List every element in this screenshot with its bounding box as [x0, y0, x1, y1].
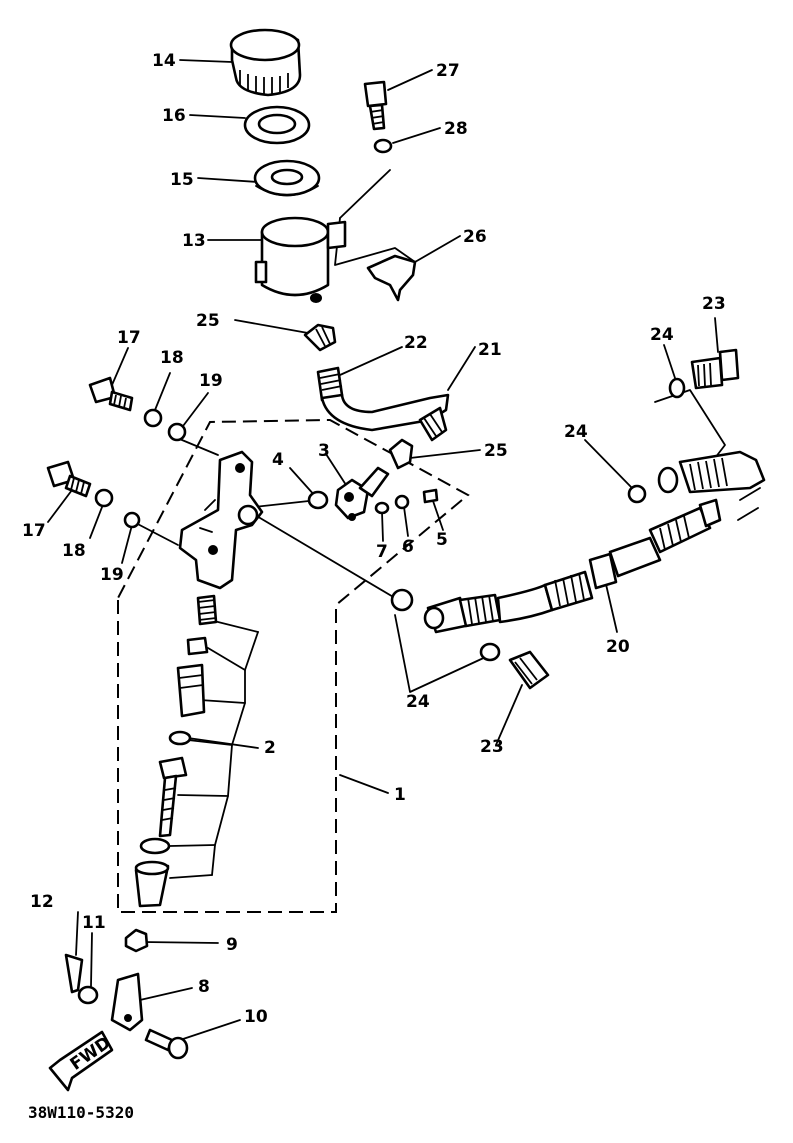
- label-7: 7: [376, 542, 388, 562]
- union-bolt-25-top: [303, 323, 337, 352]
- label-3: 3: [318, 441, 330, 461]
- label-25-top: 25: [196, 311, 220, 331]
- label-6: 6: [402, 537, 414, 557]
- label-5: 5: [436, 530, 448, 550]
- clevis: [110, 972, 144, 1032]
- group-lines: [129, 169, 726, 879]
- fwd-arrow-icon: FWD: [48, 1030, 115, 1092]
- leader-lines: [47, 59, 719, 1041]
- label-16: 16: [162, 106, 186, 126]
- boot: [307, 490, 329, 510]
- cotter-pin: [64, 953, 84, 994]
- label-11: 11: [82, 913, 106, 933]
- reservoir-cap: [229, 28, 302, 97]
- label-2: 2: [264, 738, 276, 758]
- washer-19-lower: [123, 511, 141, 529]
- washer-24-c: [390, 588, 414, 612]
- bracket: [366, 254, 417, 302]
- label-22: 22: [404, 333, 428, 353]
- washer-19-upper: [167, 422, 187, 442]
- cup-primary: [186, 636, 209, 656]
- part-labels: 14 16 15 13 27 28 26 25 22 21 23 24 17 1…: [22, 51, 726, 1027]
- dust-boot: [134, 860, 170, 908]
- label-24-upper: 24: [650, 325, 674, 345]
- push-rod: [158, 756, 188, 838]
- label-21: 21: [478, 340, 502, 360]
- label-12: 12: [30, 892, 54, 912]
- label-27: 27: [436, 61, 460, 81]
- screw-5: [422, 488, 439, 504]
- o-ring-7: [374, 501, 390, 515]
- label-17-upper: 17: [117, 328, 141, 348]
- union-bolt-23-upper: [690, 348, 740, 390]
- label-8: 8: [198, 977, 210, 997]
- label-4: 4: [272, 450, 284, 470]
- master-cylinder-body: [178, 450, 264, 590]
- label-20: 20: [606, 637, 630, 657]
- bolt-17-upper: [88, 376, 134, 412]
- diaphragm-holder: [243, 105, 311, 145]
- piston-cup: [176, 663, 206, 718]
- spring: [196, 594, 218, 626]
- bolt-17-lower: [46, 460, 92, 498]
- washer-24-a: [668, 377, 686, 399]
- washer-24-d: [479, 642, 501, 662]
- bolt-27: [363, 80, 388, 131]
- label-15: 15: [170, 170, 194, 190]
- brake-hose: [423, 450, 766, 634]
- label-17-lower: 17: [22, 521, 46, 541]
- label-19-upper: 19: [199, 371, 223, 391]
- washer-18-upper: [143, 408, 163, 428]
- pin: [144, 1028, 189, 1060]
- label-10: 10: [244, 1007, 268, 1027]
- circlip: [139, 837, 171, 855]
- label-26: 26: [463, 227, 487, 247]
- label-25-mid: 25: [484, 441, 508, 461]
- washer-6: [394, 494, 410, 510]
- union-bolt-25-mid: [388, 438, 414, 470]
- washer-28: [373, 138, 393, 154]
- union-bolt-23-lower: [508, 650, 550, 690]
- washer-18-lower: [94, 488, 114, 508]
- label-19-lower: 19: [100, 565, 124, 585]
- diaphragm: [253, 159, 321, 197]
- label-1: 1: [394, 785, 406, 805]
- label-18-upper: 18: [160, 348, 184, 368]
- label-18-lower: 18: [62, 541, 86, 561]
- washer-2: [168, 730, 192, 746]
- reservoir-hose: [316, 366, 450, 442]
- nut-9: [124, 928, 149, 953]
- label-13: 13: [182, 231, 206, 251]
- label-28: 28: [444, 119, 468, 139]
- label-23-upper: 23: [702, 294, 726, 314]
- washer-24-b: [627, 484, 647, 504]
- label-14: 14: [152, 51, 176, 71]
- label-24-mid: 24: [564, 422, 588, 442]
- label-9: 9: [226, 935, 238, 955]
- reservoir-tank: [254, 216, 347, 303]
- hose-joint: [334, 466, 390, 521]
- master-cylinder-assembly-boundary: [117, 418, 470, 913]
- washer-11: [77, 985, 99, 1005]
- label-24-lower: 24: [406, 692, 430, 712]
- label-23-lower: 23: [480, 737, 504, 757]
- drawing-code: 38W110-5320: [28, 1103, 134, 1122]
